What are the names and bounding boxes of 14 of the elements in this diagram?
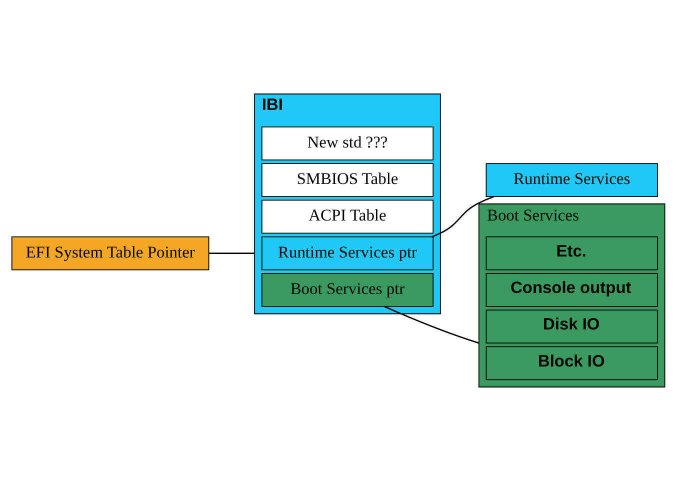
node-box: Disk IO [486, 310, 658, 344]
node-box: SMBIOS Table [261, 163, 434, 197]
connector [384, 306, 480, 344]
node-box: Block IO [486, 346, 658, 380]
node-box: ACPI Table [261, 200, 434, 234]
node-box: Etc. [486, 236, 658, 270]
node-box: Console output [486, 273, 658, 307]
connector [432, 196, 494, 238]
node-box: New std ??? [261, 126, 434, 160]
node-box: Runtime Services [486, 163, 658, 197]
node-box: EFI System Table Pointer [11, 236, 210, 270]
node-box: Runtime Services ptr [261, 236, 434, 270]
connector [209, 252, 255, 254]
node-box: Boot Services ptr [261, 273, 434, 307]
